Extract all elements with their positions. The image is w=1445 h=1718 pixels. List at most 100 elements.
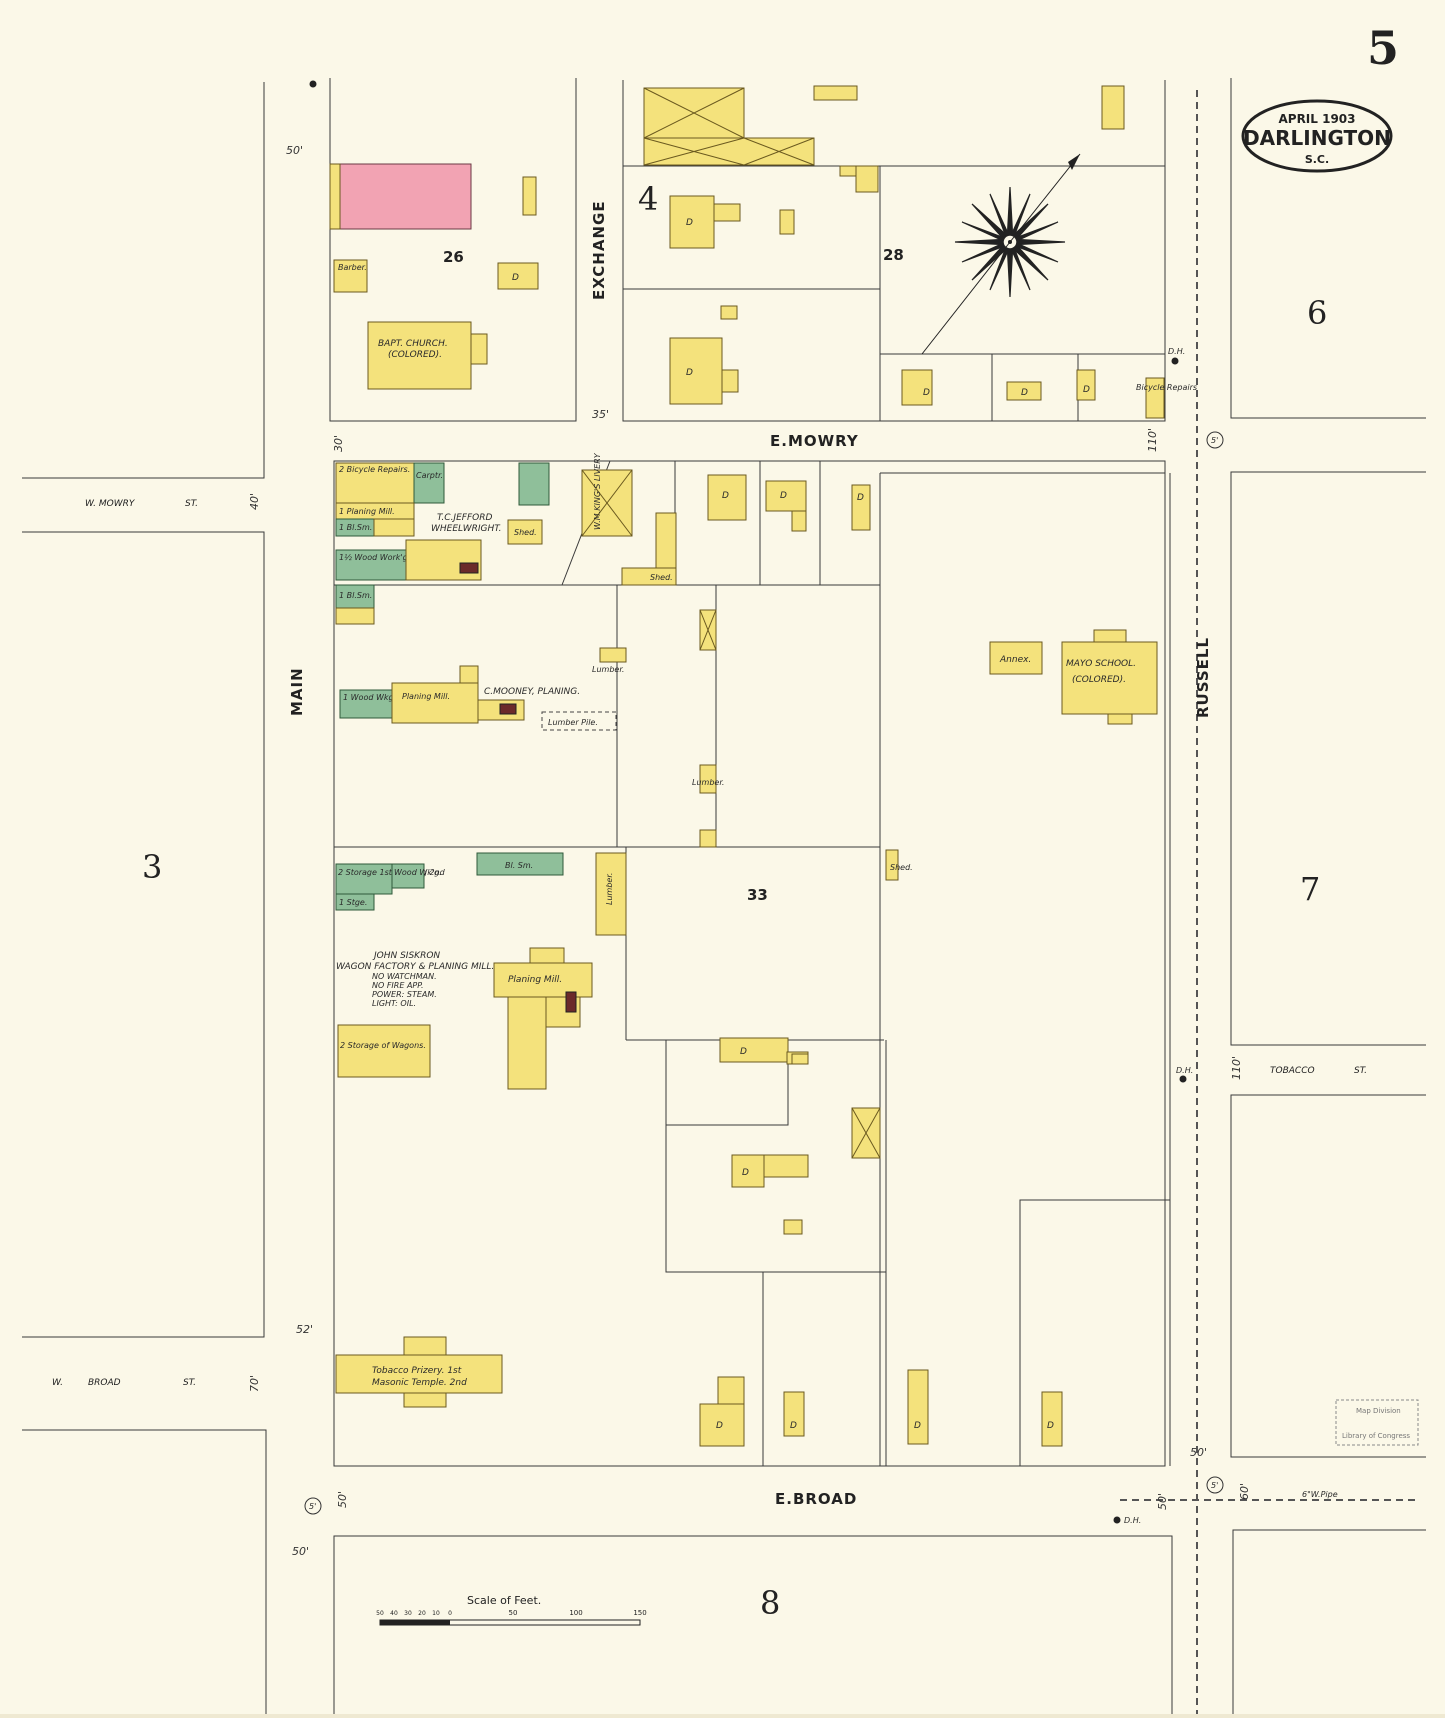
street-w-mowry: W. MOWRY xyxy=(85,499,136,509)
scale-tick-label: 150 xyxy=(633,1609,646,1617)
svg-text:40': 40' xyxy=(248,493,261,510)
mayo-school xyxy=(1061,641,1158,715)
title-city: DARLINGTON xyxy=(1243,126,1391,150)
svg-text:T.C.JEFFORD: T.C.JEFFORD xyxy=(437,513,492,523)
block-numbers: 3 4 6 7 8 26 28 33 xyxy=(142,180,1327,1622)
water-pipes xyxy=(1120,90,1420,1714)
block-number-4: 4 xyxy=(638,180,658,218)
svg-text:1 Planing Mill.: 1 Planing Mill. xyxy=(339,507,395,516)
svg-text:D: D xyxy=(1021,388,1028,398)
svg-text:2 Bicycle Repairs.: 2 Bicycle Repairs. xyxy=(339,465,410,474)
scale-tick-label: 10 xyxy=(432,1610,440,1617)
svg-text:Annex.: Annex. xyxy=(999,655,1031,665)
block-number-3: 3 xyxy=(142,848,162,886)
block-26-buildings: Barber. D BAPT. CHURCH. (COLORED). xyxy=(329,163,539,390)
svg-text:D: D xyxy=(742,1168,749,1178)
svg-text:Lumber Pile.: Lumber Pile. xyxy=(548,718,598,727)
svg-text:BROAD: BROAD xyxy=(88,1378,121,1388)
svg-text:1 Bl.Sm.: 1 Bl.Sm. xyxy=(339,523,372,532)
svg-text:D: D xyxy=(716,1421,723,1431)
svg-text:D: D xyxy=(780,491,787,501)
svg-text:50': 50' xyxy=(336,1491,349,1508)
svg-text:Lumber.: Lumber. xyxy=(605,873,614,905)
svg-text:1½ Wood Work'g.: 1½ Wood Work'g. xyxy=(339,553,410,562)
block-33-buildings: 2 Bicycle Repairs. Carptr. 1 Planing Mil… xyxy=(335,452,1158,1447)
svg-text:Lumber.: Lumber. xyxy=(592,665,624,674)
title-cartouche: APRIL 1903 DARLINGTON S.C. xyxy=(1241,99,1393,173)
svg-text:BAPT. CHURCH.: BAPT. CHURCH. xyxy=(378,339,448,349)
street-tobacco: TOBACCO xyxy=(1270,1066,1315,1076)
scale-tick-label: 50 xyxy=(509,1609,518,1617)
title-state: S.C. xyxy=(1305,153,1329,166)
street-e-broad: E.BROAD xyxy=(775,1490,857,1508)
svg-text:D: D xyxy=(686,368,693,378)
svg-text:Bicycle Repairs: Bicycle Repairs xyxy=(1136,383,1197,392)
svg-text:C.MOONEY, PLANING.: C.MOONEY, PLANING. xyxy=(484,687,580,697)
svg-text:Planing Mill.: Planing Mill. xyxy=(508,975,562,985)
svg-text:1 Stge.: 1 Stge. xyxy=(339,898,367,907)
scale-tick-label: 0 xyxy=(448,1610,452,1617)
svg-text:D: D xyxy=(740,1047,747,1057)
scale-tick-label: 30 xyxy=(404,1610,412,1617)
svg-text:MAYO SCHOOL.: MAYO SCHOOL. xyxy=(1066,659,1136,669)
svg-text:50': 50' xyxy=(1156,1493,1169,1510)
sheet-number: 5 xyxy=(1367,21,1399,75)
svg-text:Lumber.: Lumber. xyxy=(692,778,724,787)
scale-tick-label: 40 xyxy=(390,1610,398,1617)
block-number-28: 28 xyxy=(883,246,904,264)
svg-text:5': 5' xyxy=(1211,1481,1218,1490)
svg-text:110': 110' xyxy=(1230,1056,1243,1080)
svg-text:ST.: ST. xyxy=(183,1378,196,1388)
street-dimensions: 50' 30' 40' 35' 52' 70' 50' 50' 110' 110… xyxy=(248,80,1338,1558)
svg-text:WHEELWRIGHT.: WHEELWRIGHT. xyxy=(431,524,502,534)
svg-text:POWER: STEAM.: POWER: STEAM. xyxy=(372,990,437,999)
compass-rose-icon xyxy=(921,153,1081,355)
svg-text:Shed.: Shed. xyxy=(890,863,913,872)
svg-text:D: D xyxy=(722,491,729,501)
svg-text:60': 60' xyxy=(1238,1483,1251,1500)
svg-text:5': 5' xyxy=(309,1502,316,1511)
svg-text:Carptr.: Carptr. xyxy=(416,471,443,480)
svg-text:50': 50' xyxy=(286,144,303,157)
svg-text:(COLORED).: (COLORED). xyxy=(1072,675,1126,685)
svg-text:NO WATCHMAN.: NO WATCHMAN. xyxy=(372,972,437,981)
svg-text:D: D xyxy=(857,493,864,503)
svg-text:Planing Mill.: Planing Mill. xyxy=(402,692,450,701)
block-number-33: 33 xyxy=(747,886,768,904)
svg-text:D: D xyxy=(923,388,930,398)
svg-text:2 Storage of Wagons.: 2 Storage of Wagons. xyxy=(340,1041,426,1050)
svg-text:D.H.: D.H. xyxy=(1124,1516,1141,1525)
svg-text:110': 110' xyxy=(1146,428,1159,452)
svg-text:Library of Congress: Library of Congress xyxy=(1342,1432,1410,1440)
svg-text:LIGHT: OIL.: LIGHT: OIL. xyxy=(372,999,416,1008)
street-e-mowry: E.MOWRY xyxy=(770,432,859,450)
street-russell: RUSSELL xyxy=(1194,637,1212,718)
svg-text:Shed.: Shed. xyxy=(514,528,537,537)
block-outlines xyxy=(22,78,1426,1714)
svg-text:NO FIRE APP.: NO FIRE APP. xyxy=(372,981,424,990)
street-w-broad: W. xyxy=(52,1378,63,1388)
svg-text:D: D xyxy=(1083,385,1090,395)
brick-building xyxy=(329,163,472,230)
block-4-buildings: D D D D D Bicycle Repairs xyxy=(643,85,1197,419)
svg-text:ST.: ST. xyxy=(1354,1066,1367,1076)
svg-text:D.H.: D.H. xyxy=(1176,1066,1193,1075)
svg-text:D: D xyxy=(790,1421,797,1431)
svg-text:D: D xyxy=(512,273,519,283)
title-date: APRIL 1903 xyxy=(1278,112,1355,126)
svg-text:1 Wood Wkg & Finish'g: 1 Wood Wkg & Finish'g xyxy=(343,693,436,702)
svg-text:50': 50' xyxy=(1190,1446,1207,1459)
svg-text:35': 35' xyxy=(592,408,609,421)
street-exchange: EXCHANGE xyxy=(590,200,608,300)
street-labels: MAIN EXCHANGE RUSSELL E.MOWRY E.BROAD W.… xyxy=(52,200,1367,1508)
svg-text:W.M.KING'S LIVERY: W.M.KING'S LIVERY xyxy=(593,452,602,530)
svg-text:6"W.Pipe: 6"W.Pipe xyxy=(1302,1490,1338,1499)
svg-text:Wood Wk'g.: Wood Wk'g. xyxy=(394,868,442,877)
svg-text:52': 52' xyxy=(296,1323,313,1336)
svg-text:Barber.: Barber. xyxy=(338,263,367,272)
svg-text:D: D xyxy=(914,1421,921,1431)
svg-text:WAGON FACTORY & PLANING MILL.: WAGON FACTORY & PLANING MILL. xyxy=(336,962,494,972)
